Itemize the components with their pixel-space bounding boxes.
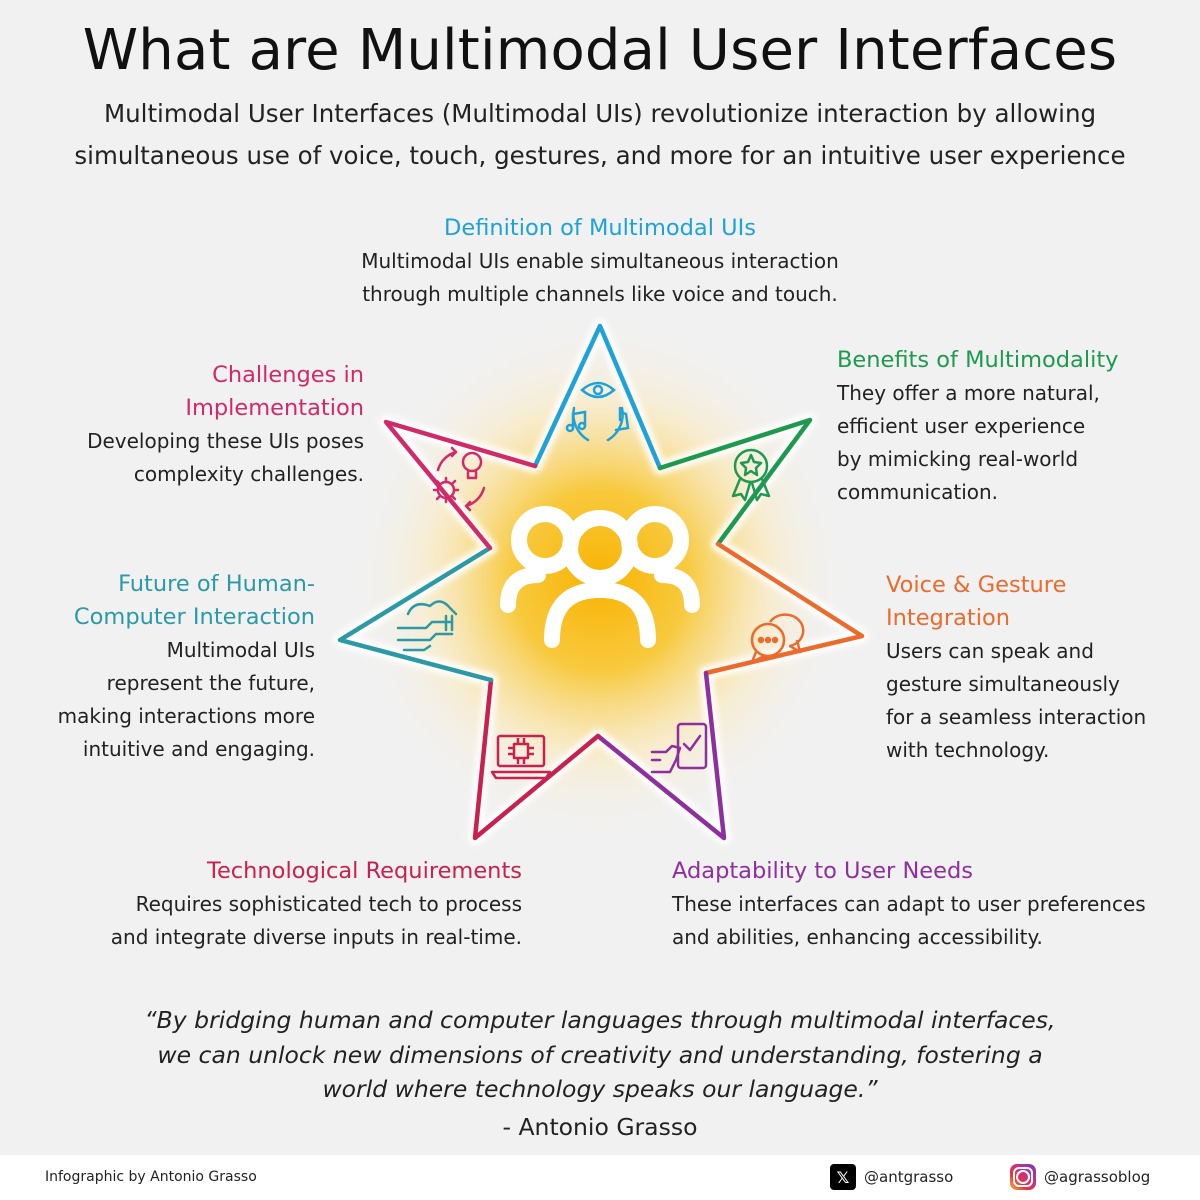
footer: Infographic by Antonio Grasso 𝕏 @antgras… (0, 1155, 1200, 1200)
section-adaptability-body-line-2: and abilities, enhancing accessibility. (672, 925, 1043, 949)
award-ribbon-icon (731, 448, 771, 502)
x-logo-icon: 𝕏 (830, 1164, 856, 1190)
laptop-chip-icon (490, 734, 552, 780)
section-future: Future of Human- Computer Interaction Mu… (10, 568, 315, 766)
star-edge-top-left (383, 419, 538, 551)
section-adaptability-body-line-1: These interfaces can adapt to user prefe… (672, 892, 1146, 916)
section-definition-body-line-2: through multiple channels like voice and… (362, 282, 838, 306)
instagram-handle: @agrassoblog (1044, 1168, 1151, 1186)
section-future-body-line-4: intuitive and engaging. (82, 737, 315, 761)
x-social-link[interactable]: 𝕏 @antgrasso (830, 1164, 953, 1190)
gear-lightbulb-cycle-icon (432, 446, 486, 512)
section-benefits-body-line-3: by mimicking real-world (837, 447, 1079, 471)
section-benefits-body-line-4: communication. (837, 480, 999, 504)
section-adaptability: Adaptability to User Needs These interfa… (672, 855, 1192, 954)
page-title: What are Multimodal User Interfaces (82, 18, 1118, 83)
section-benefits-body-line-1: They offer a more natural, (837, 381, 1100, 405)
speech-bubbles-icon (750, 613, 805, 664)
section-challenges-heading-line-1: Challenges in (212, 362, 364, 388)
section-voice-heading-line-1: Voice & Gesture (886, 572, 1067, 598)
eye-music-touch-icon (565, 381, 630, 442)
star-edge-right (703, 541, 865, 676)
hand-phone-check-icon (650, 722, 708, 774)
quote-line-2: we can unlock new dimensions of creativi… (157, 1040, 1043, 1069)
section-adaptability-heading: Adaptability to User Needs (672, 858, 973, 884)
quote: “By bridging human and computer language… (40, 1003, 1160, 1107)
section-future-body-line-2: represent the future, (106, 671, 315, 695)
star-edge-top (532, 323, 663, 471)
star-edge-top-right (657, 417, 813, 547)
section-future-body-line-1: Multimodal UIs (166, 638, 315, 662)
star-edge-left (337, 545, 494, 683)
quote-line-3: world where technology speaks our langua… (322, 1075, 878, 1103)
instagram-logo-icon (1010, 1164, 1036, 1190)
quote-line-1: “By bridging human and computer language… (144, 1006, 1056, 1034)
section-future-heading-line-2: Computer Interaction (73, 604, 315, 630)
section-challenges-body-line-1: Developing these UIs poses (87, 429, 364, 453)
section-definition: Definition of Multimodal UIs Multimodal … (300, 212, 900, 311)
section-tech-body-line-1: Requires sophisticated tech to process (135, 892, 522, 916)
section-benefits-body-line-2: efficient user experience (837, 414, 1086, 438)
star-edge-bottom-left (472, 677, 601, 841)
section-voice-body-line-4: with technology. (886, 738, 1050, 762)
section-tech-requirements: Technological Requirements Requires soph… (20, 855, 522, 954)
star-edge-bottom-right (595, 670, 727, 841)
section-voice-body-line-1: Users can speak and (886, 639, 1094, 663)
section-tech-body-line-2: and integrate diverse inputs in real-tim… (110, 925, 522, 949)
footer-credit: Infographic by Antonio Grasso (45, 1169, 257, 1185)
x-handle: @antgrasso (864, 1168, 954, 1186)
handshake-digital-icon (396, 600, 458, 652)
section-voice-body-line-3: for a seamless interaction (886, 705, 1147, 729)
section-definition-heading: Definition of Multimodal UIs (444, 215, 756, 241)
section-future-heading-line-1: Future of Human- (118, 571, 315, 597)
page-subtitle: Multimodal User Interfaces (Multimodal U… (74, 99, 1126, 170)
section-tech-heading: Technological Requirements (207, 858, 522, 884)
section-challenges: Challenges in Implementation Developing … (20, 359, 364, 491)
section-challenges-heading-line-2: Implementation (185, 395, 364, 421)
quote-author: - Antonio Grasso (502, 1113, 698, 1141)
section-challenges-body-line-2: complexity challenges. (133, 462, 364, 486)
users-group-icon (500, 506, 700, 648)
section-definition-body-line-1: Multimodal UIs enable simultaneous inter… (361, 249, 839, 273)
section-benefits: Benefits of Multimodality They offer a m… (837, 344, 1177, 509)
section-benefits-heading: Benefits of Multimodality (837, 347, 1119, 373)
section-voice-gesture: Voice & Gesture Integration Users can sp… (886, 569, 1186, 767)
section-voice-body-line-2: gesture simultaneously (886, 672, 1120, 696)
section-voice-heading-line-2: Integration (886, 605, 1010, 631)
section-future-body-line-3: making interactions more (57, 704, 315, 728)
instagram-social-link[interactable]: @agrassoblog (1010, 1164, 1150, 1190)
